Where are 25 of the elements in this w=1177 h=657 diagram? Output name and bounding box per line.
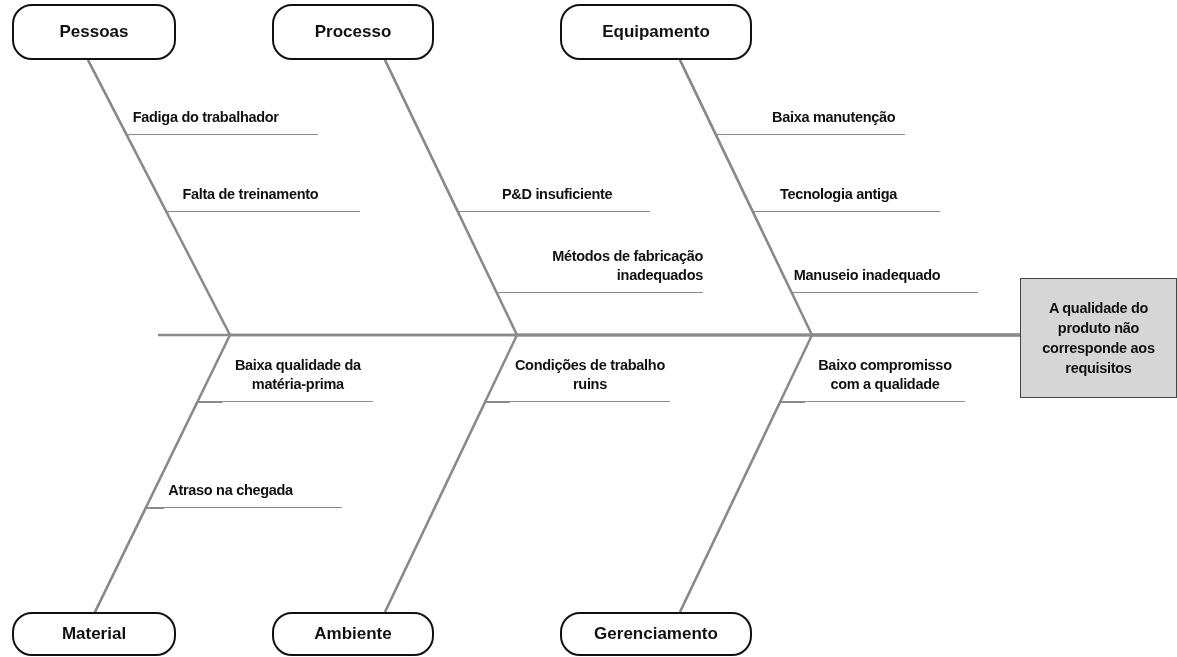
category-box: Equipamento: [560, 4, 752, 60]
branch-line: [87, 59, 170, 213]
cause-text: Métodos de fabricação inadequados: [498, 245, 703, 293]
category-box: Gerenciamento: [560, 612, 752, 656]
branch-line: [94, 507, 166, 613]
cause-text: Manuseio inadequado: [793, 259, 978, 293]
cause-text: Falta de treinamento: [168, 178, 360, 212]
branch-line: [679, 59, 795, 294]
cause-text: Baixo compromisso com a qualidade: [804, 354, 965, 402]
cause-text: P&D insuficiente: [459, 178, 650, 212]
cause-text: Fadiga do trabalhador: [128, 101, 318, 135]
category-box: Ambiente: [272, 612, 434, 656]
cause-text: Tecnologia antiga: [754, 178, 940, 212]
branch-line: [384, 59, 500, 294]
category-box: Material: [12, 612, 176, 656]
branch-line: [679, 401, 806, 613]
cause-text: Baixa qualidade da matéria-prima: [222, 354, 373, 402]
category-box: Processo: [272, 4, 434, 60]
cause-text: Baixa manutenção: [718, 101, 905, 135]
category-box: Pessoas: [12, 4, 176, 60]
cause-text: Condições de trabalho ruins: [509, 354, 670, 402]
effect-box: A qualidade do produto não corresponde aos requisitos: [1020, 278, 1177, 398]
branch-line: [384, 401, 511, 613]
bone-line: [678, 333, 1020, 613]
cause-text: Atraso na chegada: [164, 474, 342, 508]
